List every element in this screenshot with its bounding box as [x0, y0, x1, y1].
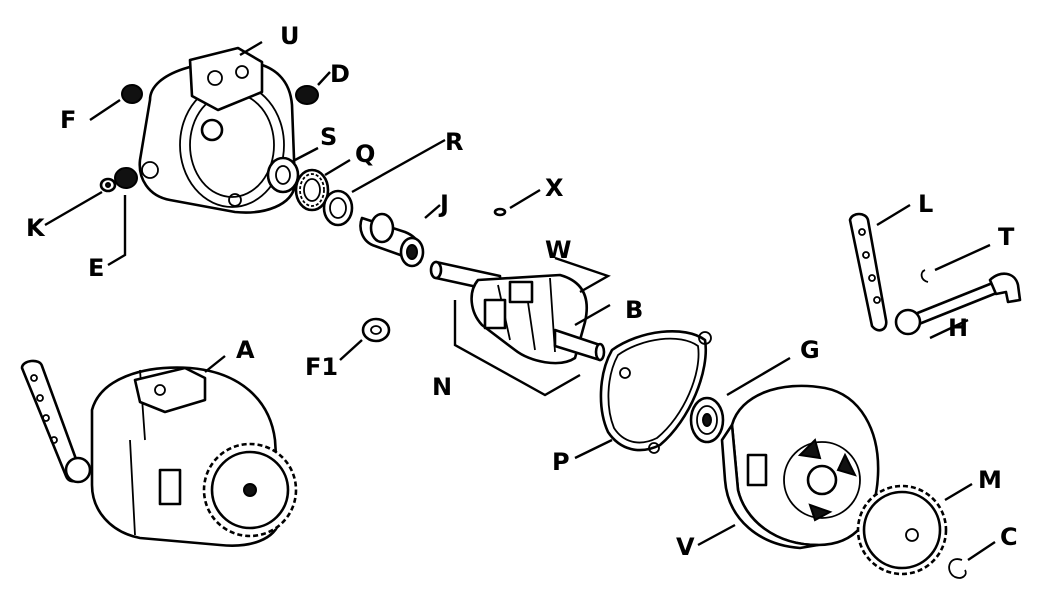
part-u-front-housing: [138, 46, 297, 214]
label-a: A: [236, 336, 255, 364]
label-f: F: [60, 106, 76, 134]
part-s-washer: [266, 156, 300, 194]
part-f1-washer: [361, 317, 391, 343]
part-w-rotor-assembly: [429, 260, 606, 365]
part-c-snap-ring: [948, 558, 967, 579]
part-g-ball-bearing: [689, 396, 725, 444]
part-j-bushing: [359, 212, 425, 268]
part-e-needle-bearing: [114, 167, 138, 189]
part-k-washer: [99, 177, 117, 193]
part-d-needle-bearing: [295, 85, 319, 105]
part-p-gasket: [599, 330, 712, 454]
label-e: E: [88, 254, 104, 282]
part-l-lever: [848, 212, 888, 332]
label-s: S: [320, 123, 337, 151]
part-a-assembled-unit: [20, 359, 298, 547]
part-q-thrust-bearing: [294, 168, 330, 212]
part-m-drive-gear: [856, 484, 948, 576]
part-h-shaft: [894, 272, 1022, 336]
label-h: H: [948, 314, 968, 342]
label-d: D: [330, 60, 350, 88]
part-x-key: [493, 207, 507, 217]
label-n: N: [432, 373, 452, 401]
label-g: G: [800, 336, 820, 364]
part-t-clip: [920, 269, 929, 283]
part-v-rear-housing: [720, 384, 880, 550]
label-q: Q: [355, 140, 375, 168]
label-j: J: [438, 190, 449, 218]
label-c: C: [1000, 523, 1018, 551]
label-m: M: [978, 466, 1002, 494]
label-f1: F1: [305, 353, 338, 381]
label-r: R: [445, 128, 463, 156]
label-k: K: [26, 214, 46, 242]
label-b: B: [625, 296, 643, 324]
label-v: V: [676, 533, 695, 561]
label-p: P: [552, 448, 570, 476]
label-t: T: [998, 223, 1015, 251]
label-u: U: [280, 22, 300, 50]
leader-lines: [44, 40, 996, 561]
label-l: L: [918, 190, 933, 218]
label-x: X: [545, 174, 564, 202]
label-w: W: [545, 236, 571, 264]
part-r-washer: [322, 189, 354, 227]
part-f-needle-bearing: [121, 84, 143, 104]
